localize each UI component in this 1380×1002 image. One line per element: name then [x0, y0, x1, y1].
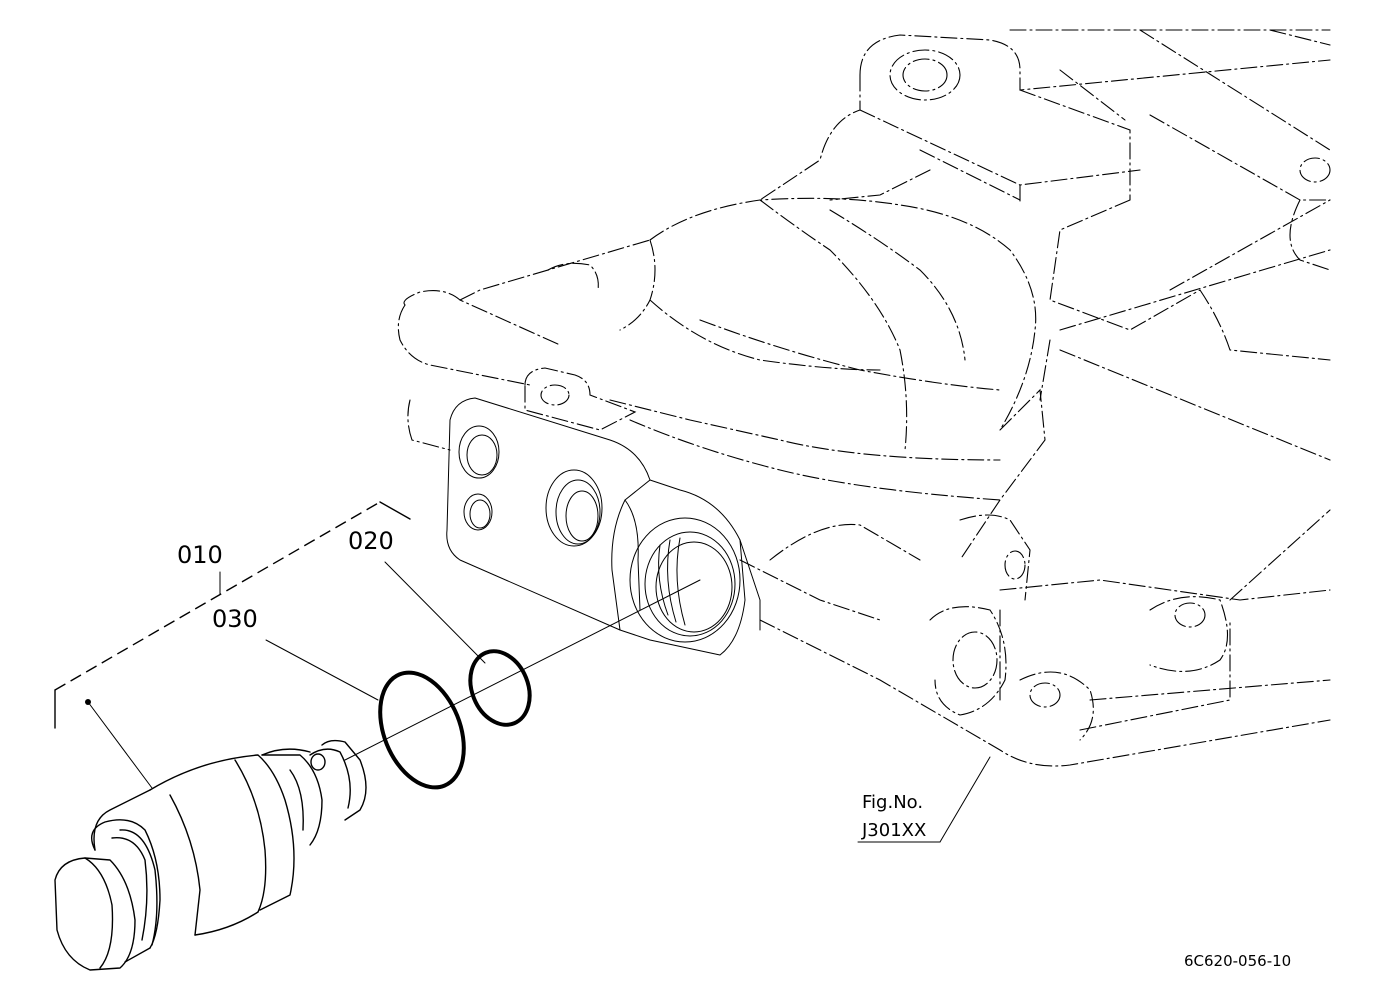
valve-block — [446, 397, 761, 656]
assembly-bracket — [54, 501, 411, 729]
housing-phantom-outline — [397, 29, 1331, 767]
valve-cartridge-010 — [54, 739, 367, 971]
callout-030: 030 — [212, 605, 258, 633]
callout-010: 010 — [177, 541, 223, 569]
leader-lines — [87, 561, 991, 843]
figure-ref-number: J301XX — [861, 820, 926, 841]
o-ring-020 — [468, 649, 532, 727]
callout-020: 020 — [348, 527, 394, 555]
drawing-code: 6C620-056-10 — [1184, 952, 1291, 970]
o-ring-030 — [378, 670, 466, 790]
figure-ref-label: Fig.No. — [862, 792, 923, 813]
